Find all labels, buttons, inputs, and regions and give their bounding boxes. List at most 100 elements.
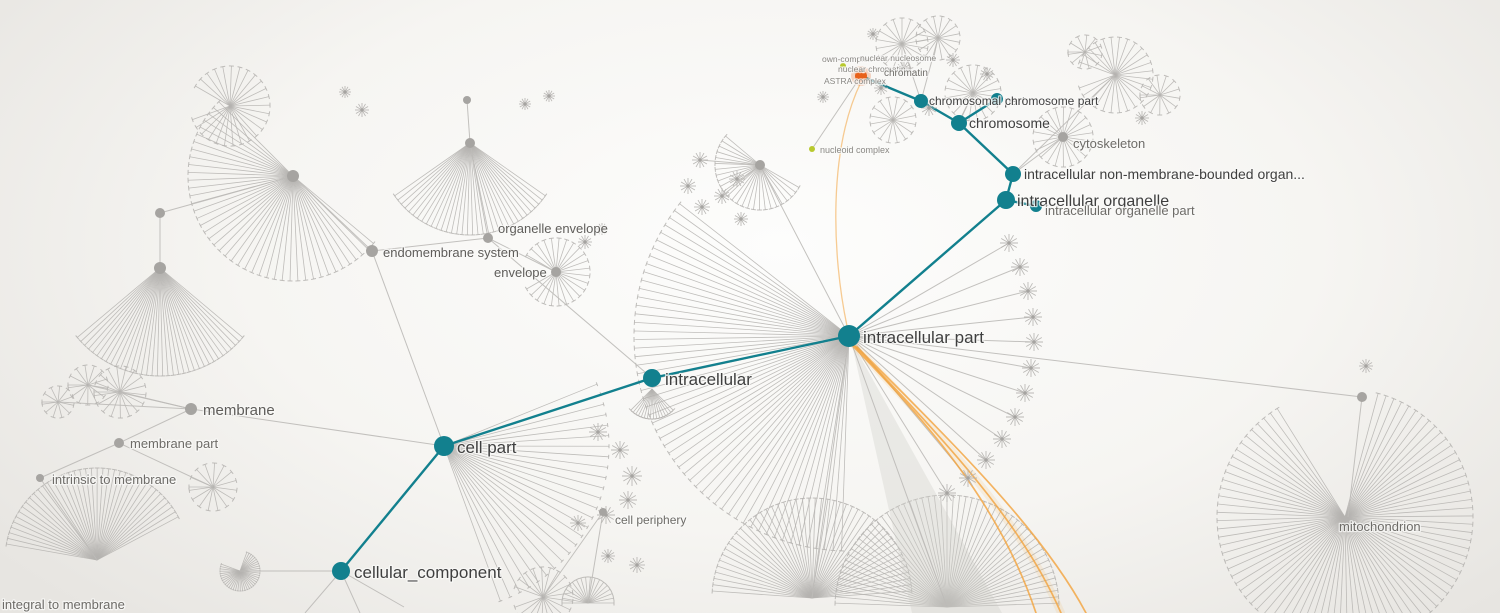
- node-chromosome-part[interactable]: [991, 93, 1003, 105]
- label-intracellular: intracellular: [665, 370, 752, 389]
- selected-path-edge: [847, 198, 1008, 338]
- leaf-cluster-icon: [355, 103, 369, 117]
- term-node-minor[interactable]: [465, 138, 475, 148]
- leaf-cluster-icon: [874, 81, 888, 95]
- leaf-fan-cluster: [869, 96, 917, 144]
- node-cellular-component[interactable]: [332, 562, 350, 580]
- leaf-fan-cluster: [1216, 392, 1474, 613]
- selected-path-edge: [442, 376, 654, 448]
- term-node-minor[interactable]: [154, 262, 166, 274]
- graph-edge: [87, 384, 192, 410]
- leaf-fan-cluster: [915, 15, 961, 61]
- leaf-fan-cluster: [187, 99, 376, 282]
- leaf-fan-cluster: [443, 382, 610, 603]
- leaf-cluster-icon: [977, 451, 995, 469]
- graph-edge: [848, 316, 1034, 337]
- graph-edge: [848, 335, 987, 461]
- node-cell-part[interactable]: [434, 436, 454, 456]
- node-organelle-envelope[interactable]: [483, 233, 493, 243]
- label-chromosome: chromosome: [969, 115, 1050, 131]
- node-intracellular-part[interactable]: [838, 325, 860, 347]
- node-chromosomal-part[interactable]: [914, 94, 928, 108]
- node-endomembrane-system[interactable]: [366, 245, 378, 257]
- label-organelle-envelope: organelle envelope: [498, 221, 608, 236]
- node-cell-periphery[interactable]: [599, 508, 607, 516]
- graph-edge: [848, 335, 948, 608]
- graph-edge: [469, 142, 489, 239]
- leaf-fan-cluster: [1077, 36, 1154, 114]
- node-intracellular-organelle-part[interactable]: [1030, 200, 1042, 212]
- graph-edge: [811, 75, 862, 150]
- graph-edge: [721, 164, 761, 197]
- node-membrane[interactable]: [185, 403, 197, 415]
- leaf-cluster-icon: [694, 199, 710, 215]
- graph-edge: [487, 237, 653, 379]
- highlighted-association-path: [856, 346, 1087, 613]
- graph-edge: [920, 37, 939, 102]
- node-intracellular-organelle[interactable]: [997, 191, 1015, 209]
- leaf-fan-cluster: [513, 566, 574, 613]
- graph-edge: [487, 237, 557, 273]
- label-cell-periphery: cell periphery: [615, 513, 686, 527]
- leaf-fan-cluster: [75, 267, 245, 377]
- selected-path-edge: [859, 74, 923, 103]
- graph-edge: [811, 335, 850, 599]
- node-membrane-part[interactable]: [114, 438, 124, 448]
- graph-edge: [39, 442, 120, 479]
- leaf-cluster-icon: [339, 86, 351, 98]
- leaf-fan-cluster: [711, 497, 913, 599]
- leaf-cluster-icon: [1011, 258, 1029, 276]
- graph-edge: [848, 290, 1029, 337]
- graph-edge: [848, 335, 948, 494]
- node-intracellular[interactable]: [643, 369, 661, 387]
- label-cytoskeleton: cytoskeleton: [1073, 136, 1145, 151]
- graph-edge: [304, 570, 342, 613]
- label-envelope: envelope: [494, 265, 547, 280]
- node-intracellular-non-membrane-bounded-organelle[interactable]: [1005, 166, 1021, 182]
- node-chromosome[interactable]: [951, 115, 967, 131]
- term-node-minor[interactable]: [463, 96, 471, 104]
- highlighted-association-path: [835, 81, 862, 327]
- leaf-fan-cluster: [1067, 34, 1103, 70]
- leaf-fan-cluster: [561, 576, 615, 606]
- leaf-cluster-icon: [1006, 408, 1024, 426]
- term-node-minor[interactable]: [755, 160, 765, 170]
- graph-edge: [1012, 136, 1064, 175]
- accent-node[interactable]: [809, 146, 815, 152]
- graph-edge: [39, 477, 98, 561]
- leaf-cluster-icon: [867, 28, 879, 40]
- leaf-cluster-icon: [1024, 308, 1042, 326]
- tiny-term-label: mitochondrion: [1339, 519, 1421, 534]
- leaf-cluster-icon: [993, 430, 1011, 448]
- graph-edge: [1347, 396, 1363, 518]
- leaf-cluster-icon: [1019, 282, 1037, 300]
- graph-edge: [340, 570, 405, 608]
- accent-node[interactable]: [840, 63, 846, 69]
- node-nucleosome[interactable]: [855, 70, 867, 82]
- leaf-fan-cluster: [93, 365, 147, 419]
- node-intrinsic-to-membrane[interactable]: [36, 474, 44, 482]
- leaf-cluster-icon: [817, 91, 829, 103]
- leaf-cluster-icon: [570, 515, 586, 531]
- node-envelope[interactable]: [551, 267, 561, 277]
- node-cytoskeleton[interactable]: [1058, 132, 1068, 142]
- tiny-term-label: nucleoid complex: [820, 145, 890, 155]
- leaf-cluster-icon: [980, 67, 994, 81]
- graph-edge: [466, 99, 471, 144]
- leaf-fan-cluster: [41, 385, 75, 419]
- node-mitochondrion-hub[interactable]: [1357, 392, 1367, 402]
- leaf-cluster-icon: [1025, 333, 1043, 351]
- leaf-fan-cluster: [219, 551, 261, 592]
- term-node-minor[interactable]: [287, 170, 299, 182]
- selected-path-edge: [957, 121, 1015, 176]
- graph-edge: [118, 408, 192, 444]
- leaf-cluster-icon: [601, 549, 615, 563]
- graph-edge: [118, 442, 214, 488]
- leaf-cluster-icon: [897, 61, 911, 75]
- leaf-cluster-icon: [680, 178, 696, 194]
- label-cellular-component: cellular_component: [354, 563, 502, 582]
- term-node-minor[interactable]: [155, 208, 165, 218]
- label-intracellular-organelle: intracellular organelle: [1017, 193, 1169, 210]
